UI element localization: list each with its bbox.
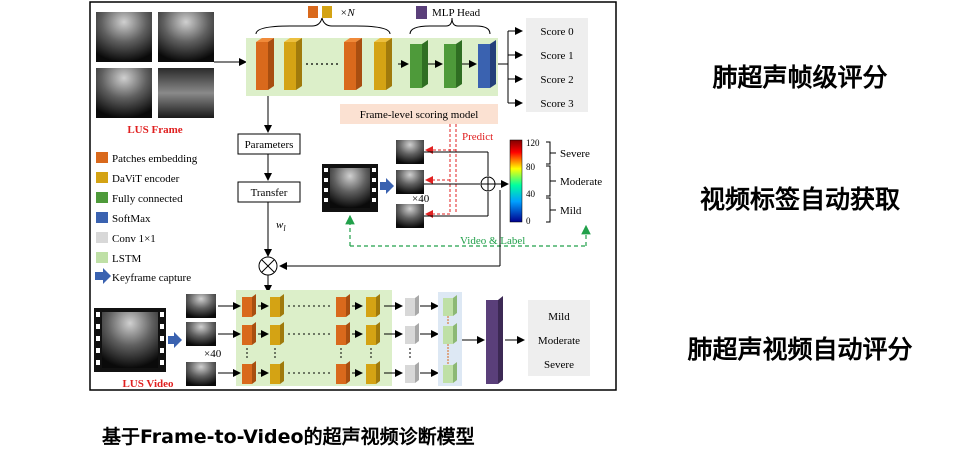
bottom-encoder-rows	[218, 294, 380, 384]
video-label-caption: Video & Label	[460, 235, 525, 247]
legend-keyframe-label: Keyframe capture	[112, 272, 191, 284]
lstm-column	[443, 295, 457, 383]
predict-arrows	[425, 124, 457, 218]
outputs-box	[528, 300, 590, 376]
legend-conv-label: Conv 1×1	[112, 233, 156, 245]
colorbar-tick-120: 120	[526, 138, 540, 148]
output-moderate: Moderate	[538, 335, 580, 347]
legend-softmax-label: SoftMax	[112, 213, 151, 225]
keyframe-arrow-icon	[95, 268, 111, 284]
legend-swatch-davit	[96, 172, 108, 183]
score-0: Score 0	[540, 26, 574, 38]
severity-braces	[546, 141, 556, 223]
middle-keyframes	[396, 140, 424, 228]
predict-label: Predict	[462, 131, 493, 143]
legend-swatch-softmax	[96, 212, 108, 223]
score-2: Score 2	[540, 74, 573, 86]
middle-video-film	[322, 164, 378, 212]
score-1: Score 1	[540, 50, 573, 62]
legend-fc-label: Fully connected	[112, 193, 183, 205]
feedback-to-multiply	[279, 190, 501, 270]
legend-swatch-conv	[96, 232, 108, 243]
repeat-patch-icon	[308, 6, 318, 18]
scoring-model-box	[340, 104, 498, 124]
mlp-head-icon	[416, 6, 427, 19]
lus-video-label: LUS Video	[122, 378, 174, 390]
mlp-head-label: MLP Head	[432, 7, 481, 19]
sum-node-group	[424, 151, 509, 217]
repeat-encoder-icon	[322, 6, 332, 18]
mlp-head-blocks	[398, 40, 496, 88]
legend-lstm-label: LSTM	[112, 253, 142, 265]
severity-moderate: Moderate	[560, 176, 602, 188]
bottom-video-film	[94, 308, 166, 372]
legend-davit-label: DaViT encoder	[112, 173, 180, 185]
parameters-box	[237, 133, 301, 155]
figure-caption: 基于Frame-to-Video的超声视频诊断模型	[102, 426, 475, 448]
score-3: Score 3	[540, 98, 574, 110]
colorbar	[509, 139, 523, 223]
legend-patches-label: Patches embedding	[112, 153, 198, 165]
weight-label: wl	[276, 219, 286, 233]
side-title-frame-scoring: 肺超声帧级评分	[712, 63, 888, 92]
middle-frames-repeat: ×40	[412, 193, 430, 205]
output-mild: Mild	[548, 311, 570, 323]
transfer-box	[237, 181, 301, 203]
side-title-video-scoring: 肺超声视频自动评分	[687, 335, 913, 364]
repeat-label: ×N	[340, 7, 355, 19]
scoring-model-label: Frame-level scoring model	[360, 109, 479, 121]
bottom-keyframes	[186, 294, 216, 386]
legend-swatch-lstm	[96, 252, 108, 263]
severity-mild: Mild	[560, 205, 582, 217]
side-title-video-label: 视频标签自动获取	[699, 185, 900, 214]
legend-swatch-fc	[96, 192, 108, 203]
colorbar-tick-40: 40	[526, 189, 536, 199]
colorbar-tick-0: 0	[526, 216, 531, 226]
final-fc	[462, 296, 525, 384]
bottom-frames-repeat: ×40	[204, 348, 222, 360]
colorbar-tick-80: 80	[526, 162, 536, 172]
video-label-path	[345, 214, 591, 247]
mlp-brace	[409, 17, 491, 35]
encoder-blocks-top	[256, 38, 392, 90]
transfer-label: Transfer	[251, 187, 288, 199]
conv-column	[384, 295, 439, 383]
scores-box	[526, 18, 588, 112]
output-severe: Severe	[544, 359, 574, 371]
bottom-keyframe-arrow	[168, 332, 182, 348]
legend: Patches embedding DaViT encoder Fully co…	[95, 152, 198, 284]
parameters-label: Parameters	[245, 139, 294, 151]
lus-frame-images	[96, 12, 214, 118]
score-arrows	[498, 27, 523, 107]
severity-severe: Severe	[560, 148, 590, 160]
lus-frame-label: LUS Frame	[127, 124, 182, 136]
middle-keyframe-arrow	[380, 178, 394, 194]
legend-swatch-patches	[96, 152, 108, 163]
